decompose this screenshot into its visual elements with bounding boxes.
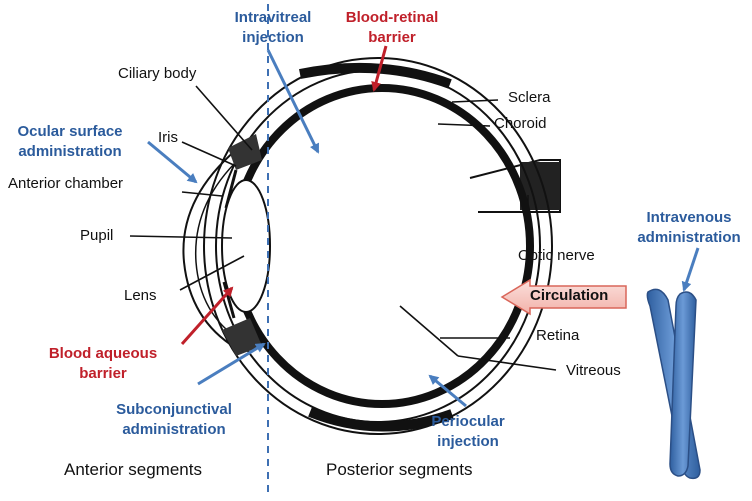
lens-label: Lens xyxy=(124,287,157,304)
cornea xyxy=(182,149,241,349)
iris-label: Iris xyxy=(158,129,178,146)
route-arrows xyxy=(147,49,700,408)
optic-nerve-label: Optic nerve xyxy=(518,247,595,264)
choroid-label: Choroid xyxy=(494,115,547,132)
circulation-arrow xyxy=(500,278,627,316)
blood-aqueous-label: Blood aqueous barrier xyxy=(48,345,158,382)
vitreous-label: Vitreous xyxy=(566,362,621,379)
posterior-segments-label: Posterior segments xyxy=(326,460,473,479)
ciliary-body-label: Ciliary body xyxy=(118,65,197,82)
intravenous-tubes xyxy=(646,288,701,480)
periocular-label: Periocular injection xyxy=(431,413,505,450)
anterior-segments-label: Anterior segments xyxy=(64,460,202,479)
ocular-surface-label: Ocular surface administration xyxy=(17,123,123,160)
leader-lines xyxy=(129,85,557,371)
blood-retinal-label: Blood-retinal barrier xyxy=(345,9,439,46)
circulation-label: Circulation xyxy=(530,287,609,304)
anterior-chamber-label: Anterior chamber xyxy=(8,175,124,192)
barrier-arrows xyxy=(180,45,388,345)
lens xyxy=(221,179,271,313)
iris xyxy=(222,134,262,356)
intravenous-label: Intravenous administration xyxy=(637,209,741,246)
pupil-label: Pupil xyxy=(80,227,114,244)
intravitreal-label: Intravitreal injection xyxy=(234,9,312,46)
retina-label: Retina xyxy=(536,327,580,344)
sclera-label: Sclera xyxy=(508,89,551,106)
subconjunctival-label: Subconjunctival administration xyxy=(116,401,232,438)
